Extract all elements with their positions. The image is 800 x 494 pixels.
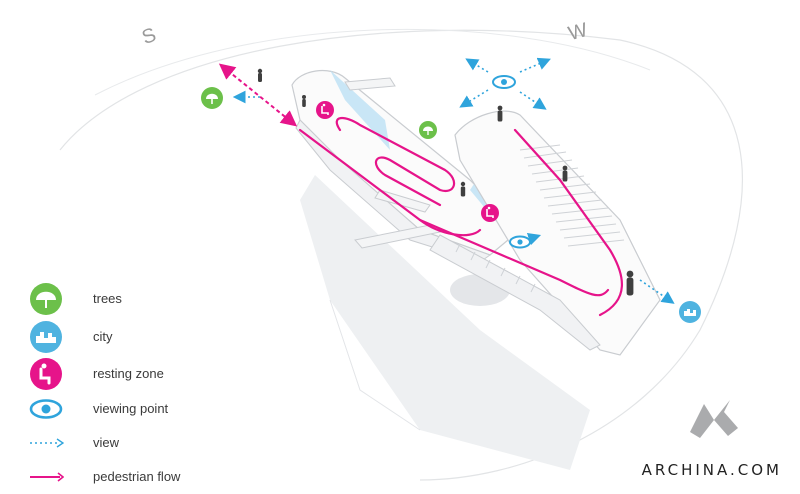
seat-icon	[30, 358, 62, 390]
compass-ring-inner	[94, 28, 651, 96]
view-arrow	[519, 91, 547, 110]
tree-icon	[201, 87, 223, 109]
dotted-arrow-icon	[30, 438, 64, 448]
person-figure	[460, 181, 466, 197]
legend-label: city	[93, 329, 113, 344]
compass-ring	[59, 29, 744, 481]
legend-label: view	[93, 435, 120, 450]
pedestrian-flow-paths	[298, 117, 623, 317]
compass-west-label: W	[566, 19, 590, 45]
person-figures	[257, 68, 634, 296]
city-icon	[30, 321, 62, 353]
legend-item-pedestrian-flow: pedestrian flow	[28, 460, 288, 494]
view-arrow	[639, 279, 675, 304]
site-ground-edge	[329, 299, 421, 431]
eye-icon	[509, 235, 531, 249]
legend-label: resting zone	[93, 366, 164, 381]
compass-south-label: S	[139, 24, 159, 49]
flow-path-loop	[335, 117, 456, 207]
site-ground	[300, 175, 590, 470]
person-figure	[497, 105, 503, 122]
eye-icon	[492, 75, 516, 89]
flow-path-tower	[513, 128, 623, 317]
north-arrow-icon	[690, 400, 738, 438]
legend-item-city: city	[28, 320, 288, 354]
view-arrow	[465, 58, 489, 73]
person-figure	[626, 270, 634, 296]
tree-icon	[30, 283, 62, 315]
city-icon	[679, 301, 701, 323]
person-figure	[257, 68, 263, 82]
legend-label: viewing point	[93, 401, 169, 416]
seat-icon	[481, 204, 499, 222]
solid-arrow-icon	[30, 472, 64, 482]
view-arrow	[519, 232, 542, 246]
pedestrian-flow-arrow	[218, 63, 298, 127]
legend-item-trees: trees	[28, 282, 288, 316]
view-arrow	[459, 89, 489, 108]
watermark: ARCHINA.COM	[641, 461, 782, 479]
view-arrow	[519, 57, 551, 73]
person-figure	[302, 95, 306, 107]
person-figure	[562, 165, 568, 182]
legend-item-resting-zone: resting zone	[28, 357, 288, 391]
tree-icon	[419, 121, 437, 139]
eye-icon	[29, 399, 63, 419]
legend-label: trees	[93, 291, 122, 306]
seat-icon	[316, 101, 334, 119]
flow-path-lower	[418, 218, 610, 297]
legend-label: pedestrian flow	[93, 469, 181, 484]
legend-item-view: view	[28, 426, 288, 460]
legend-item-viewing-point: viewing point	[28, 392, 288, 426]
